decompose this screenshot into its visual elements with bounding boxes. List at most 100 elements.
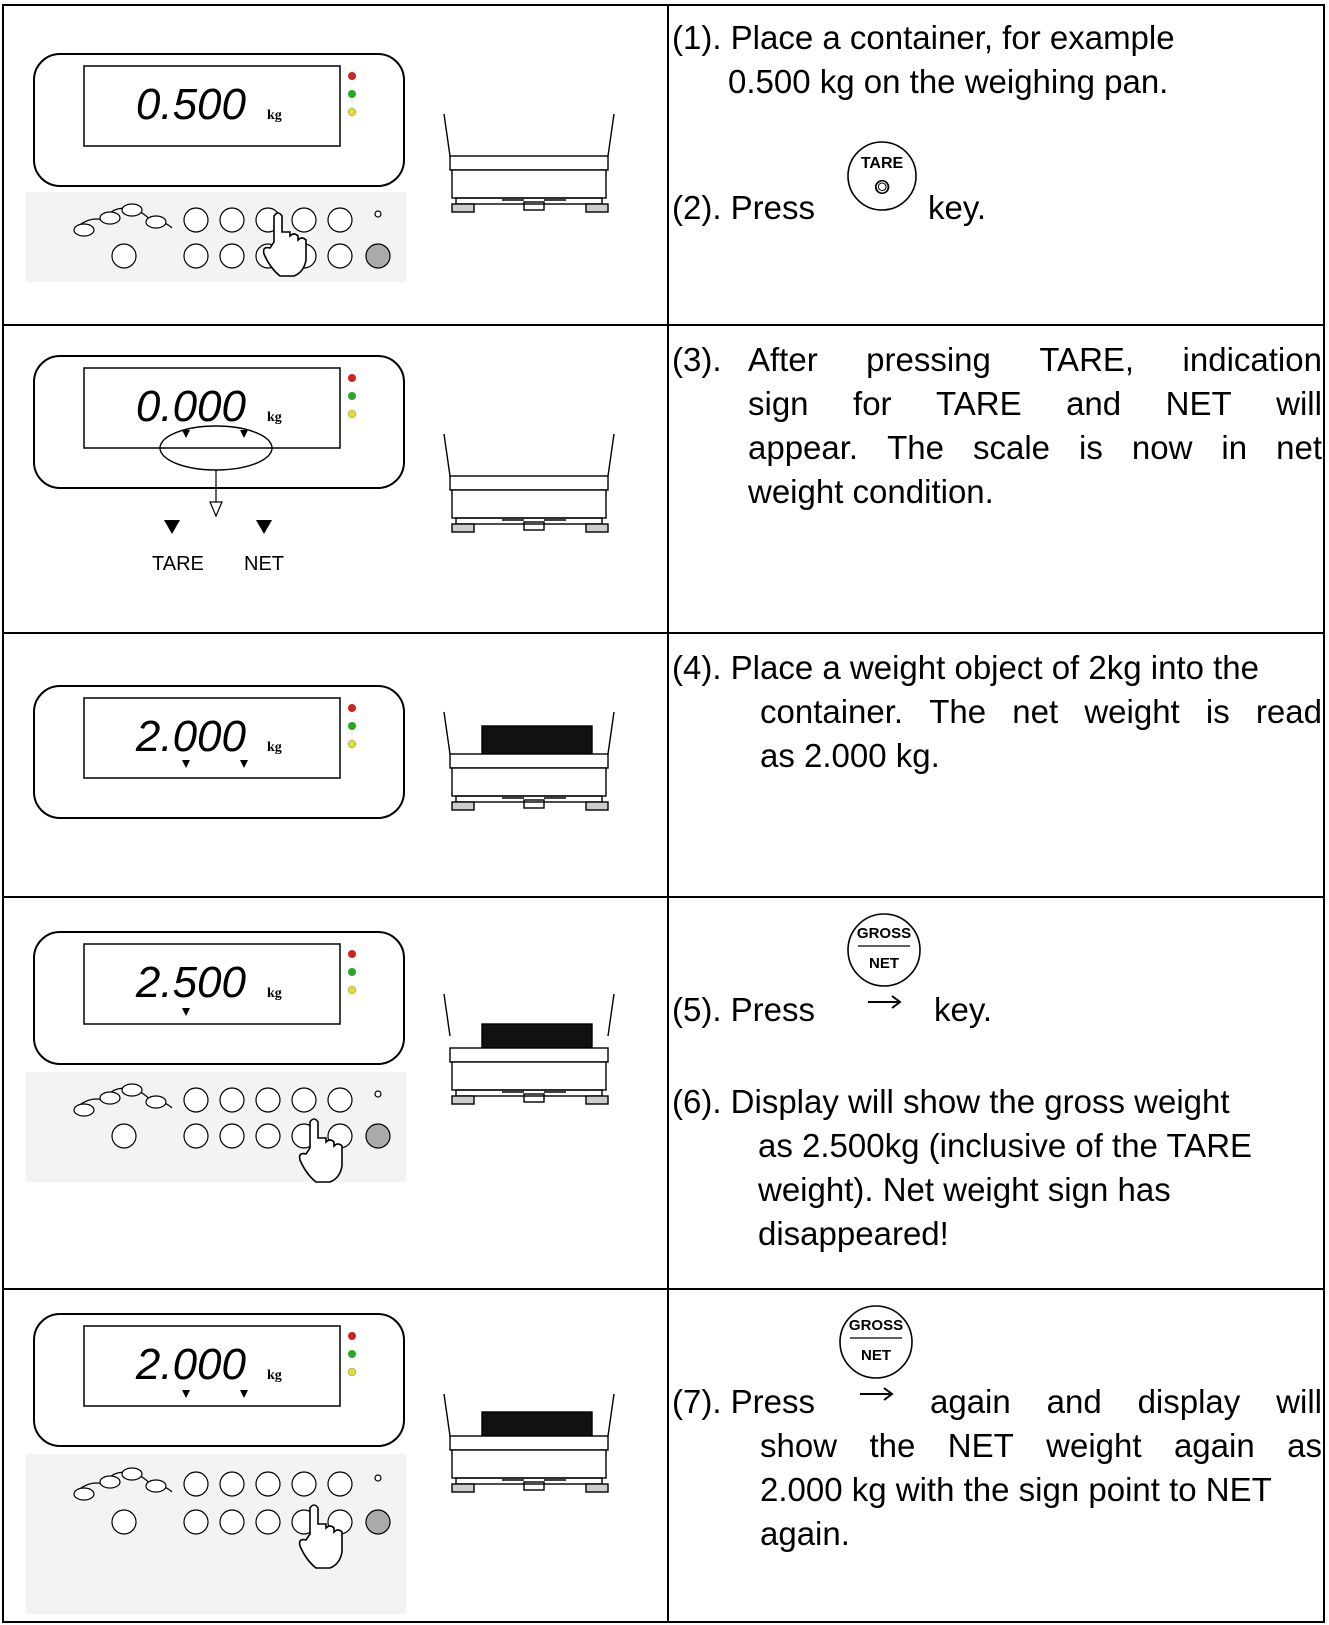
arrow-right-icon [868, 995, 902, 1009]
step-text: as 2.500kg (inclusive of the TARE [758, 1127, 1253, 1164]
row-divider [4, 632, 1323, 634]
indicator-and-scale-image: 2.000 kg [33, 685, 615, 819]
led-yellow [347, 107, 357, 117]
indicator-arrows [182, 430, 248, 438]
display-unit: kg [267, 410, 282, 425]
lcd-display [83, 367, 341, 449]
display-unit: kg [267, 740, 282, 755]
row2-illustration: 0.000 kg TARE NET [4, 326, 667, 632]
gross-net-key-icon: GROSS NET [839, 1305, 913, 1401]
led-green [348, 968, 356, 976]
column-divider [667, 6, 669, 1621]
row5-illustration: 2.000 kg [4, 1290, 667, 1621]
keypad [73, 1467, 391, 1535]
display-unit: kg [267, 986, 282, 1001]
led-yellow [347, 409, 357, 419]
scale-illustration [443, 1393, 615, 1493]
row-divider [4, 324, 1323, 326]
keypad-area [26, 192, 406, 282]
led-green [348, 90, 356, 98]
indicator-and-scale-image: 0.000 kg TARE NET [33, 355, 615, 575]
step-number: (3). [672, 341, 722, 378]
weight-object [481, 1411, 593, 1437]
arrow-right-icon [860, 1387, 894, 1401]
legend-triangles [164, 520, 272, 534]
led-yellow [347, 985, 357, 995]
gross-key-label: GROSS [857, 925, 911, 942]
indicator-housing [33, 355, 405, 489]
display-reading: 2.000 [135, 1340, 247, 1389]
scale-illustration [443, 993, 615, 1105]
step-text: (5). Press [672, 991, 816, 1028]
display-reading: 0.000 [136, 382, 247, 431]
indicator-and-scale-image: 2.000 kg [26, 1313, 615, 1614]
step-text: disappeared! [758, 1215, 949, 1252]
step-text: key. [928, 189, 987, 226]
step-text: 2.000 kg with the sign point to NET [760, 1471, 1272, 1508]
led-red [348, 1332, 356, 1340]
step-text: (7). Press [672, 1383, 816, 1420]
row-divider [4, 1288, 1323, 1290]
step-text: 0.500 kg on the weighing pan. [728, 63, 1169, 100]
step-text: (6). Display will show the gross weight [672, 1083, 1230, 1120]
tare-key-symbol: ⭗ [874, 175, 890, 199]
weight-object [481, 725, 593, 755]
step-text: (4). Place a weight object of 2kg into t… [672, 649, 1260, 686]
indicator-and-scale-image: 2.500 kg [26, 931, 615, 1183]
display-reading: 2.000 [135, 712, 247, 761]
legend-tare-label: TARE [152, 553, 204, 575]
led-green [348, 1350, 356, 1358]
indicator-and-scale-image: 0.500 kg [26, 53, 615, 282]
led-red [348, 374, 356, 382]
row-divider [4, 896, 1323, 898]
lcd-display [83, 1325, 341, 1407]
scale-illustration [443, 113, 615, 213]
pointing-hand-icon [298, 1504, 343, 1569]
display-reading: 0.500 [136, 80, 247, 129]
indicator-arrows [182, 1008, 190, 1016]
indicator-housing [33, 53, 405, 187]
indicator-arrows [182, 1390, 248, 1398]
step-text: key. [934, 991, 993, 1028]
led-yellow [347, 1367, 357, 1377]
scale-illustration [443, 711, 615, 811]
callout-arrow [209, 501, 223, 518]
indicator-arrows [182, 760, 248, 768]
tare-key-icon: TARE ⭗ [847, 141, 917, 211]
gross-net-key-icon: GROSS NET [847, 913, 921, 1009]
step-text: weight condition. [748, 473, 994, 510]
indicator-housing [33, 1313, 405, 1447]
indicator-housing [33, 685, 405, 819]
pointing-hand-icon [298, 1118, 343, 1183]
net-key-label: NET [861, 1347, 891, 1364]
pointing-hand-icon [262, 212, 307, 277]
lcd-display [83, 943, 341, 1025]
led-green [348, 392, 356, 400]
net-key-label: NET [869, 955, 899, 972]
scale-illustration [443, 433, 615, 533]
led-red [348, 704, 356, 712]
display-reading: 2.500 [135, 958, 247, 1007]
indicator-housing [33, 931, 405, 1065]
step-text: weight). Net weight sign has [758, 1171, 1171, 1208]
row3-illustration: 2.000 kg [4, 634, 667, 896]
led-red [348, 950, 356, 958]
led-yellow [347, 739, 357, 749]
lcd-display [83, 65, 341, 147]
keypad-area [26, 1072, 406, 1182]
step-text: as 2.000 kg. [760, 737, 940, 774]
gross-key-label: GROSS [849, 1317, 903, 1334]
lcd-display [83, 697, 341, 779]
row1-illustration: 0.500 kg [4, 6, 667, 324]
instruction-table: 0.500 kg [2, 4, 1325, 1623]
weight-object [481, 1023, 593, 1049]
led-red [348, 72, 356, 80]
step-text: (1). Place a container, for example [672, 19, 1175, 56]
row4-illustration: 2.500 kg [4, 898, 667, 1288]
